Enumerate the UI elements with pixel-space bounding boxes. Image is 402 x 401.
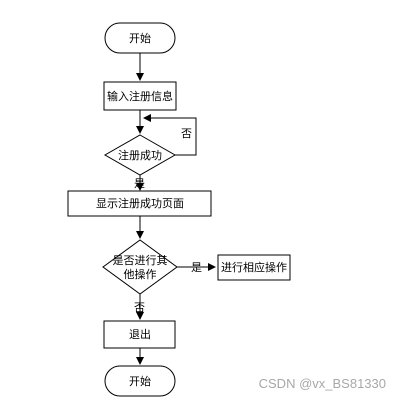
yes-label-1: 是 [134,177,145,190]
show-page-label: 显示注册成功页面 [96,196,184,210]
action-label: 进行相应操作 [221,260,287,274]
input-label: 输入注册信息 [107,89,173,103]
exit-node: 退出 [103,320,176,349]
other-op-decision-node: 是否进行其 他操作 [102,239,178,295]
start-node: 开始 [104,22,176,54]
end-label: 开始 [129,374,151,388]
input-node: 输入注册信息 [103,81,177,111]
no-label-2: 否 [134,301,145,314]
yes-label-2: 是 [191,261,202,274]
arrow-no-loop [143,114,197,156]
exit-label: 退出 [129,327,151,341]
watermark-text: CSDN @vx_BS81330 [259,376,386,391]
other-op-decision-label-line2: 他操作 [124,267,157,281]
start-label: 开始 [129,31,151,45]
show-page-node: 显示注册成功页面 [67,190,212,217]
end-node: 开始 [104,365,176,397]
register-decision-label: 注册成功 [118,148,162,162]
other-op-decision-label-line1: 是否进行其 [113,254,168,267]
action-node: 进行相应操作 [217,254,291,281]
register-decision-node: 注册成功 [103,134,177,176]
no-label-1: 否 [181,127,192,140]
